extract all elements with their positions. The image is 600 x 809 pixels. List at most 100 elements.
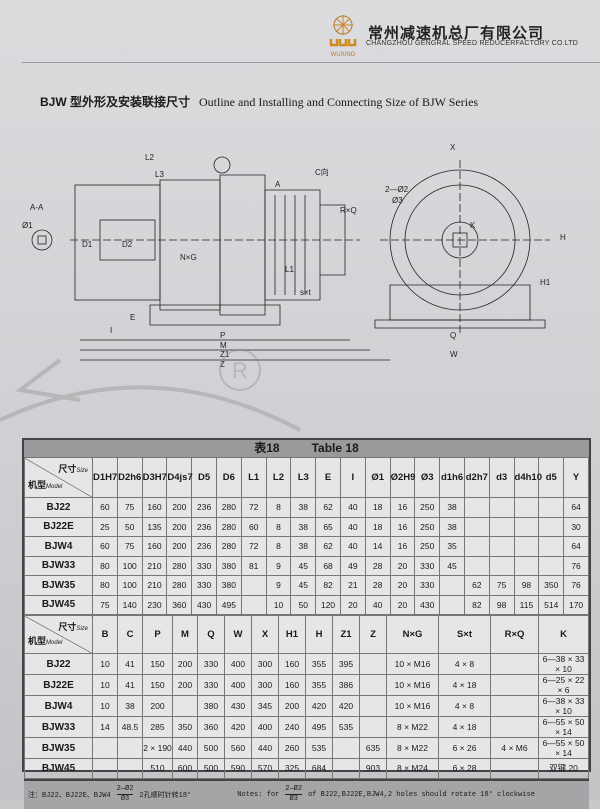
column-header: L3	[290, 457, 317, 498]
table-cell: 4 × M6	[490, 737, 539, 759]
column-header: D2h6	[116, 457, 143, 498]
table-cell: 18	[364, 497, 391, 518]
model-cell: BJW4	[24, 536, 93, 557]
table-cell: 330	[414, 575, 441, 596]
table-cell: 38	[117, 695, 143, 717]
company-name-cn: 常州减速机总厂有限公司	[368, 25, 545, 42]
column-header: B	[92, 615, 118, 654]
svg-text:P: P	[220, 331, 225, 340]
svg-text:L1: L1	[285, 265, 294, 274]
column-header: S×t	[438, 615, 491, 654]
column-header: d4h10	[513, 457, 542, 498]
svg-text:s×t: s×t	[300, 288, 312, 297]
svg-text:Ø3: Ø3	[392, 196, 403, 205]
table-cell: 28	[364, 555, 391, 576]
table-cell: 236	[191, 536, 217, 557]
svg-text:X: X	[450, 143, 456, 152]
table-cell: 98	[513, 575, 540, 596]
table-cell: 40	[339, 497, 366, 518]
table-cell: 40	[339, 536, 366, 557]
table-cell: 10	[92, 653, 118, 675]
table-cell: 8 × M22	[386, 716, 439, 738]
model-cell: BJ22E	[24, 674, 93, 696]
table-cell: 4 × 8	[438, 695, 491, 717]
table-cell: 903	[359, 758, 387, 779]
table-cell: 330	[197, 653, 225, 675]
table-cell: 500	[197, 758, 225, 779]
table-cell	[359, 716, 387, 738]
table-cell	[172, 695, 198, 717]
table-cell: 14	[92, 716, 118, 738]
column-header: d5	[538, 457, 565, 498]
table-cell: 230	[141, 594, 168, 615]
table-cell: 280	[215, 516, 242, 537]
table-cell: 236	[191, 497, 217, 518]
table-cell: 75	[116, 497, 143, 518]
table-cell: 6—55 × 50 × 14	[538, 737, 589, 759]
table-cell: 330	[414, 555, 441, 576]
table-cell: 25	[92, 516, 118, 537]
table-cell: 684	[305, 758, 333, 779]
column-header: I	[339, 457, 366, 498]
table-cell: 75	[488, 575, 515, 596]
table-cell: 20	[389, 555, 416, 576]
table-cell: 200	[142, 695, 173, 717]
table-cell: 150	[142, 653, 173, 675]
table-cell: 6 × 26	[438, 737, 491, 759]
table-cell	[490, 716, 539, 738]
column-header: Z1	[332, 615, 360, 654]
table-cell: 160	[141, 536, 168, 557]
table-cell	[488, 536, 515, 557]
table-cell: 420	[305, 695, 333, 717]
fraction-denominator: Ø3	[120, 795, 130, 803]
table-cell: 38	[290, 497, 317, 518]
table-cell: 62	[463, 575, 490, 596]
table-cell: 76	[563, 575, 589, 596]
section-title-cn: BJW 型外形及安装联接尺寸	[40, 95, 191, 109]
table-cell: 21	[339, 575, 366, 596]
table-cell	[463, 497, 490, 518]
table-cell	[488, 555, 515, 576]
model-label-en: Model	[46, 484, 63, 490]
column-header: L2	[265, 457, 292, 498]
table-cell: 8	[265, 536, 292, 557]
size-label: 尺寸Size	[58, 620, 88, 633]
table-cell: 380	[215, 555, 242, 576]
column-header: Q	[197, 615, 225, 654]
table-cell	[463, 516, 490, 537]
fraction-numerator: 2—Ø2	[285, 785, 303, 795]
table-cell: 16	[389, 536, 416, 557]
size-label-en: Size	[76, 468, 88, 474]
column-header: N×G	[386, 615, 439, 654]
note-en-suffix: of BJ22,BJ22E,BJW4,2 holes should rotate…	[308, 790, 535, 799]
table-cell: 10	[92, 674, 118, 696]
table-cell: 45	[290, 575, 317, 596]
svg-text:M: M	[220, 341, 227, 350]
table-cell: 280	[166, 575, 193, 596]
table-cell: 280	[215, 497, 242, 518]
table-cell: 10 × M16	[386, 674, 439, 696]
table-cell: 72	[240, 497, 267, 518]
svg-text:K: K	[470, 221, 476, 230]
table-cell: 38	[439, 497, 465, 518]
table-cell: 6—25 × 22 × 6	[538, 674, 589, 696]
svg-text:WUXING: WUXING	[331, 52, 356, 58]
table-cell: 80	[92, 575, 118, 596]
model-label-en: Model	[46, 640, 63, 646]
table-cell	[488, 516, 515, 537]
table-cell: 330	[197, 674, 225, 696]
table-cell: 360	[166, 594, 193, 615]
table-cell: 350	[172, 716, 198, 738]
table-cell	[463, 536, 490, 557]
table-cell: 38	[439, 516, 465, 537]
model-cell: BJ22	[24, 497, 93, 518]
table-cell: 160	[141, 497, 168, 518]
table-cell: 495	[305, 716, 333, 738]
